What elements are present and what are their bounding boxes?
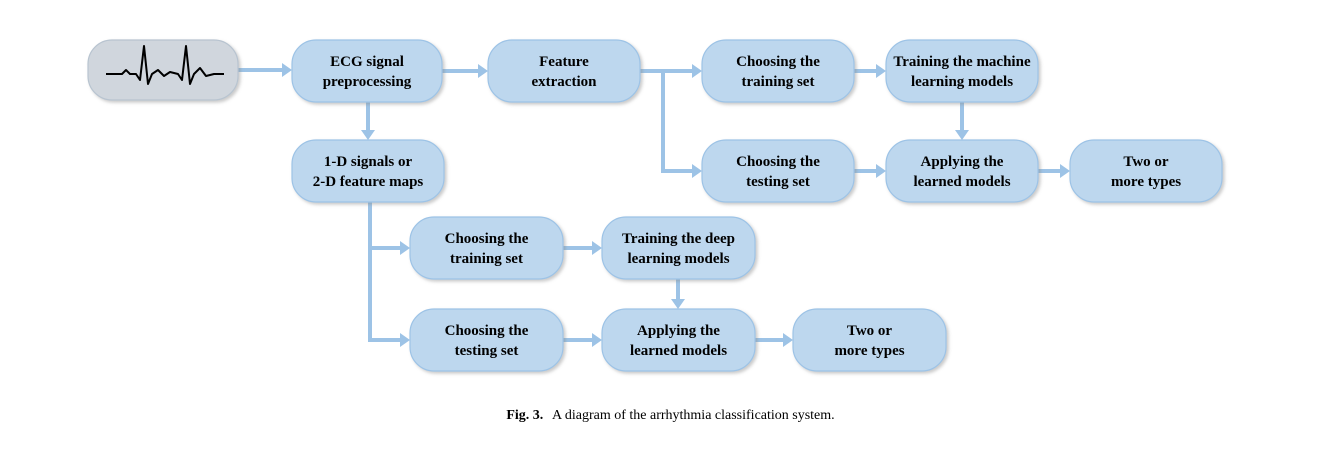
arrow-dl-applying-to-dl-output	[755, 333, 793, 347]
arrow-signals-maps-to-dl-training-set	[368, 202, 410, 255]
arrowhead	[592, 333, 602, 347]
arrow-ml-training-models-to-ml-applying	[955, 102, 969, 140]
node-dl-training-models: Training the deep learning models	[601, 216, 756, 280]
node-label-line: Choosing the	[736, 154, 820, 170]
arrowhead	[400, 241, 410, 255]
node-label-line: Feature	[539, 54, 589, 70]
node-ml-training-models: Training the machine learning models	[885, 39, 1039, 103]
node-box	[885, 139, 1039, 203]
arrow-line	[368, 248, 400, 342]
node-dl-applying: Applying the learned models	[601, 308, 756, 372]
node-label-line: preprocessing	[323, 74, 412, 90]
arrow-line	[661, 71, 692, 173]
arrow-signals-maps-to-dl-testing-set	[368, 248, 410, 347]
node-label-line: extraction	[532, 74, 598, 90]
arrowhead	[955, 130, 969, 140]
node-label-line: learning models	[627, 251, 729, 267]
node-box	[409, 216, 564, 280]
node-dl-testing-set: Choosing the testing set	[409, 308, 564, 372]
node-label-line: more types	[834, 343, 904, 359]
arrowhead	[692, 64, 702, 78]
arrowhead	[876, 164, 886, 178]
arrow-dl-training-models-to-dl-applying	[671, 279, 685, 309]
node-ml-output: Two or more types	[1069, 139, 1223, 203]
node-label-line: Two or	[847, 323, 892, 339]
connectors	[238, 63, 1070, 347]
arrowhead	[361, 130, 375, 140]
arrowhead	[282, 63, 292, 77]
arrow-feature-extraction-to-ml-training-set	[640, 64, 702, 78]
arrow-dl-training-set-to-dl-training-models	[563, 241, 602, 255]
caption-text: A diagram of the arrhythmia classificati…	[552, 408, 835, 423]
node-signals-maps: 1-D signals or 2-D feature maps	[291, 139, 445, 203]
node-box	[885, 39, 1039, 103]
arrowhead	[1060, 164, 1070, 178]
arrow-dl-testing-set-to-dl-applying	[563, 333, 602, 347]
node-label-line: Two or	[1123, 154, 1168, 170]
ecg-signal-box	[87, 39, 239, 101]
node-dl-training-set: Choosing the training set	[409, 216, 564, 280]
node-box	[792, 308, 947, 372]
node-label-line: learning models	[911, 74, 1013, 90]
node-box	[487, 39, 641, 103]
arrowhead	[692, 164, 702, 178]
arrow-line	[368, 202, 400, 250]
node-label-line: more types	[1111, 174, 1181, 190]
node-label-line: learned models	[630, 343, 727, 359]
node-label-line: Training the machine	[893, 54, 1031, 70]
node-ml-testing-set: Choosing the testing set	[701, 139, 855, 203]
node-box	[409, 308, 564, 372]
arrow-feature-extraction-to-ml-testing-set	[661, 71, 702, 178]
node-label-line: Choosing the	[445, 231, 529, 247]
node-box	[291, 139, 445, 203]
node-ml-applying: Applying the learned models	[885, 139, 1039, 203]
arrow-ml-testing-set-to-ml-applying	[854, 164, 886, 178]
node-box	[701, 39, 855, 103]
node-preprocessing: ECG signal preprocessing	[291, 39, 443, 103]
node-label-line: Choosing the	[445, 323, 529, 339]
node-label-line: training set	[450, 251, 523, 267]
node-ml-training-set: Choosing the training set	[701, 39, 855, 103]
arrow-ml-training-set-to-ml-training-models	[854, 64, 886, 78]
node-label-line: Training the deep	[622, 231, 735, 247]
node-label-line: learned models	[913, 174, 1010, 190]
arrowhead	[400, 333, 410, 347]
arrowhead	[592, 241, 602, 255]
node-label-line: 2-D feature maps	[313, 174, 424, 190]
arrowhead	[876, 64, 886, 78]
ecg-waveform-icon	[106, 45, 224, 85]
arrow-ecg-to-preprocessing	[238, 63, 292, 77]
node-label-line: testing set	[746, 174, 810, 190]
node-box	[291, 39, 443, 103]
caption-label: Fig. 3.	[506, 408, 544, 423]
arrow-preprocessing-to-feature-extraction	[442, 64, 488, 78]
arrowhead	[671, 299, 685, 309]
figure-caption: Fig. 3. A diagram of the arrhythmia clas…	[0, 408, 1341, 424]
node-label-line: Applying the	[921, 154, 1004, 170]
node-feature-extraction: Feature extraction	[487, 39, 641, 103]
node-box	[601, 216, 756, 280]
node-label-line: Applying the	[637, 323, 720, 339]
node-label-line: ECG signal	[330, 54, 404, 70]
node-label-line: 1-D signals or	[324, 154, 413, 170]
node-box	[601, 308, 756, 372]
node-dl-output: Two or more types	[792, 308, 947, 372]
node-ecg	[87, 39, 239, 101]
arrow-preprocessing-to-signals-maps	[361, 102, 375, 140]
node-box	[701, 139, 855, 203]
nodes: ECG signal preprocessing Feature extraction…	[87, 39, 1223, 372]
arrowhead	[478, 64, 488, 78]
node-label-line: testing set	[455, 343, 519, 359]
node-box	[1069, 139, 1223, 203]
arrow-ml-applying-to-ml-output	[1038, 164, 1070, 178]
arrowhead	[783, 333, 793, 347]
node-label-line: Choosing the	[736, 54, 820, 70]
node-label-line: training set	[742, 74, 815, 90]
